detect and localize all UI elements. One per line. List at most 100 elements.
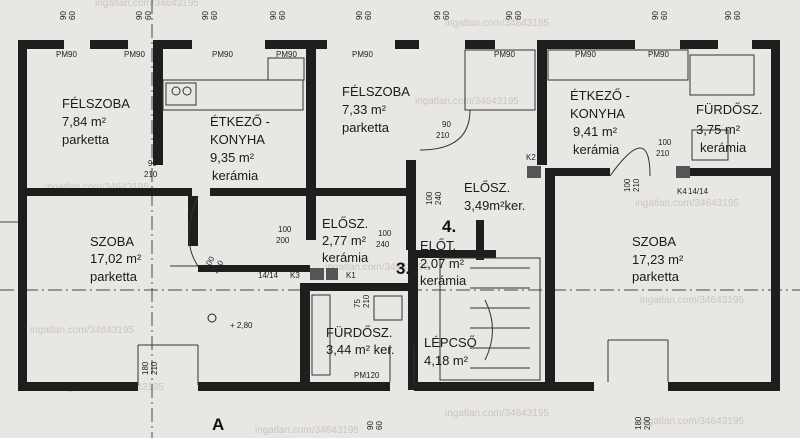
chimney-label: K3 [290, 271, 300, 280]
dim-label: 60 [514, 11, 523, 20]
room-area: 3,49m²ker. [464, 198, 525, 213]
watermark: ingatlan.com/34643195 [415, 96, 519, 107]
room-eloszoba-2: ELŐSZ. 3,49m²ker. [464, 180, 525, 213]
dim-label: 60 [68, 11, 77, 20]
room-floor: kerámia [420, 273, 467, 288]
room-area: 7,84 m² [62, 114, 107, 129]
dim-label: 210 [436, 131, 450, 140]
room-area: 7,33 m² [342, 102, 387, 117]
dim-label: 60 [733, 11, 742, 20]
room-name: FÜRDŐSZ. [326, 325, 392, 340]
room-floor: parketta [62, 132, 110, 147]
chimney-label: K2 [526, 153, 536, 162]
watermark: ingatlan.com/34643195 [635, 198, 739, 209]
dim-label: 180 [634, 416, 643, 430]
dim-label: 210 [362, 294, 371, 308]
dim-label: 90 [355, 11, 364, 20]
dim-label: 210 [632, 178, 641, 192]
watermark: ingatlan.com/34643195 [95, 0, 199, 9]
dim-label: 100 [378, 229, 392, 238]
interior-walls [27, 40, 772, 390]
room-floor: kerámia [212, 168, 259, 183]
dim-label: 200 [276, 236, 290, 245]
dim-label: 90 [148, 159, 157, 168]
window-label: PM90 [352, 50, 373, 59]
room-name: ELŐSZ. [322, 216, 368, 231]
dim-label: 90 [724, 11, 733, 20]
dim-label: 240 [376, 240, 390, 249]
room-area: 2,07 m² [420, 256, 465, 271]
room-area: 17,02 m² [90, 251, 142, 266]
dim-label: 90 [135, 11, 144, 20]
room-name: ÉTKEZŐ - [570, 88, 630, 103]
room-szoba-2: SZOBA 17,23 m² parketta [632, 234, 684, 284]
room-eloszoba-1: ELŐSZ. 2,77 m² kerámia [322, 216, 369, 265]
room-felszoba-2: FÉLSZOBA 7,33 m² parketta [342, 84, 410, 135]
room-area: 4,18 m² [424, 353, 469, 368]
dim-label: 60 [364, 11, 373, 20]
watermark: ingatlan.com/34643195 [640, 416, 744, 427]
room-floor: parketta [90, 269, 138, 284]
dim-label: 60 [210, 11, 219, 20]
dim-label: 60 [660, 11, 669, 20]
dim-label: 100 [623, 178, 632, 192]
chimney-label: K4 [677, 187, 687, 196]
window-label: PM90 [56, 50, 77, 59]
room-area: 3,75 m² [696, 122, 741, 137]
room-etkezo-konyha-1: ÉTKEZŐ - KONYHA 9,35 m² kerámia [210, 114, 270, 183]
room-floor: parketta [632, 269, 680, 284]
room-floor: kerámia [700, 140, 747, 155]
room-name: FÉLSZOBA [342, 84, 410, 99]
dim-label: 60 [144, 11, 153, 20]
window-label: PM90 [575, 50, 596, 59]
dim-label: 90 [269, 11, 278, 20]
room-name: FÉLSZOBA [62, 96, 130, 111]
room-furdoszoba-2: FÜRDŐSZ. 3,44 m² ker. [326, 325, 395, 357]
window-labels: PM90 PM90 PM90 PM90 PM90 PM90 PM90 PM90 … [56, 50, 669, 380]
chimney-label: K1 [346, 271, 356, 280]
dim-label: 90 [505, 11, 514, 20]
room-floor: kerámia [573, 142, 620, 157]
window-label: PM90 [124, 50, 145, 59]
watermark: ingatlan.com/34643195 [45, 182, 149, 193]
window-label: PM90 [648, 50, 669, 59]
room-szoba-1: SZOBA 17,02 m² parketta [90, 234, 142, 284]
room-felszoba-1: FÉLSZOBA 7,84 m² parketta [62, 96, 130, 147]
room-area: 2,77 m² [322, 233, 367, 248]
room-eloter: ELŐT. 2,07 m² kerámia [420, 238, 467, 288]
outer-walls [18, 40, 780, 391]
dim-label: 90 [433, 11, 442, 20]
window-label: PM120 [354, 371, 380, 380]
dim-label: 180 [141, 361, 150, 375]
window-label: PM90 [494, 50, 515, 59]
level-marker-icon [207, 313, 217, 323]
dim-label: 60 [442, 11, 451, 20]
section-marker: A [212, 415, 224, 434]
dim-label: 210 [144, 170, 158, 179]
dim-label: 100 [658, 138, 672, 147]
room-floor: kerámia [322, 250, 369, 265]
dim-label: 14/14 [688, 187, 709, 196]
watermark: ingatlan.com/34643195 [445, 18, 549, 29]
elevation-label: + 2,80 [230, 321, 253, 330]
dim-label: 200 [643, 416, 652, 430]
watermark: ingatlan.com/34643195 [30, 325, 134, 336]
watermarks: ingatlan.com/34643195 ingatlan.com/34643… [30, 0, 744, 436]
unit-number: 4. [442, 217, 456, 236]
room-name: LÉPCSŐ [424, 335, 477, 350]
room-area: 3,44 m² ker. [326, 342, 395, 357]
dim-label: 90 [442, 120, 451, 129]
dim-label: 14/14 [258, 271, 279, 280]
window-label: PM90 [276, 50, 297, 59]
unit-number: 3. [396, 259, 410, 278]
watermark: ingatlan.com/34643195 [255, 425, 359, 436]
watermark: ingatlan.com/34643195 [640, 295, 744, 306]
room-name: ELŐSZ. [464, 180, 510, 195]
top-dimensions: 90 60 90 60 90 60 90 60 90 60 90 60 90 6… [59, 11, 742, 20]
dim-label: 90 [366, 421, 375, 430]
dim-label: 90 [201, 11, 210, 20]
room-name: ELŐT. [420, 238, 456, 253]
room-furdoszoba-1: FÜRDŐSZ. 3,75 m² kerámia [696, 102, 762, 155]
